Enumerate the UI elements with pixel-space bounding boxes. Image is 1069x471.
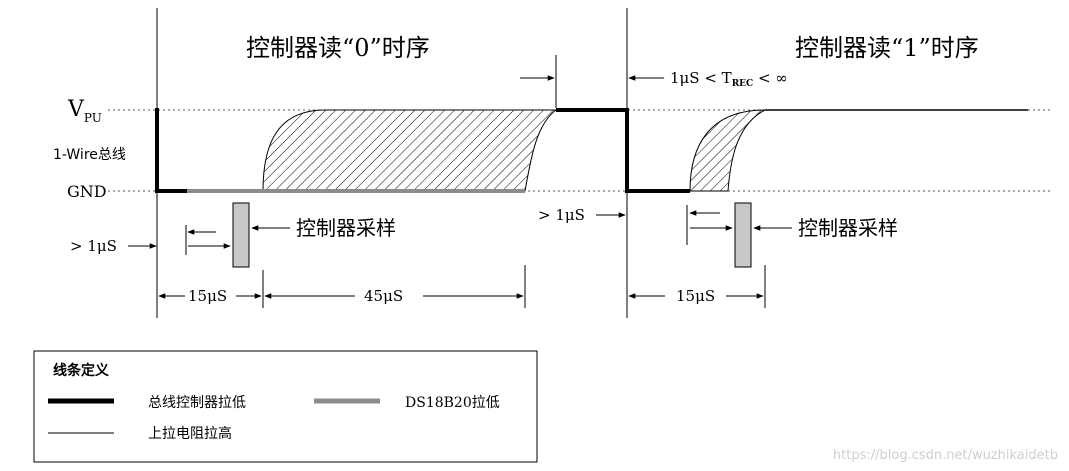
wire-label: 1-Wire总线 (53, 147, 126, 163)
read0-title: 控制器读“0”时序 (246, 34, 430, 62)
legend-thick-gray-label: DS18B20拉低 (405, 395, 500, 411)
read1-title: 控制器读“1”时序 (795, 34, 979, 62)
read0-master-pulldown (155, 108, 187, 193)
dur-45-label: 45μS (364, 287, 403, 305)
read0-hatch-region (262, 109, 558, 192)
sample-box-left (232, 202, 250, 268)
legend-title: 线条定义 (53, 362, 109, 379)
legend-box (33, 350, 538, 463)
legend-thick-black-label: 总线控制器拉低 (148, 395, 246, 411)
sample-left-label: 控制器采样 (296, 216, 396, 240)
sample-right-label: 控制器采样 (798, 216, 898, 240)
watermark: https://blog.csdn.net/wuzhikaidetb (833, 448, 1058, 463)
sample-box-right (734, 202, 752, 268)
trec-label: 1μS < TREC < ∞ (670, 69, 788, 89)
legend-thin-black-label: 上拉电阻拉高 (148, 425, 232, 442)
gt1us-left-label: > 1μS (70, 237, 117, 255)
dur-15-right-label: 15μS (676, 287, 715, 305)
gt1us-right-label: > 1μS (538, 206, 585, 224)
read0-recovery-high (556, 108, 690, 193)
vpu-label: VPU (67, 97, 102, 125)
gnd-label: GND (67, 182, 107, 201)
read1-hatch-region (689, 109, 766, 192)
dur-15-left-label: 15μS (188, 287, 227, 305)
